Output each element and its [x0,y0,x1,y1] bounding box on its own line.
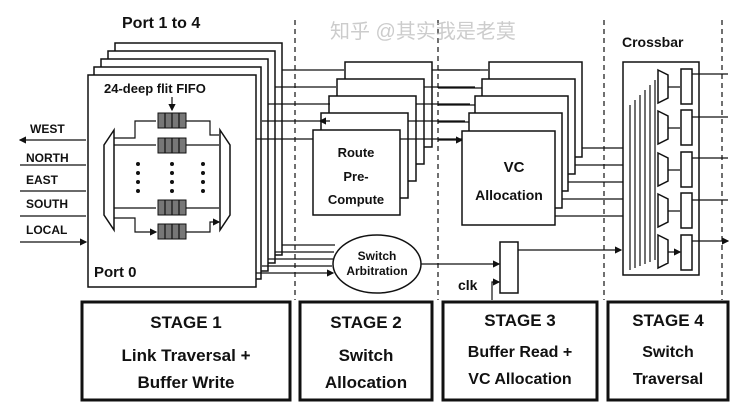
ports-title: Port 1 to 4 [122,15,200,32]
route-label-1: Route [338,145,375,160]
route-label-2: Pre- [343,169,368,184]
svg-text:STAGE 3: STAGE 3 [484,311,555,330]
svg-text:Buffer Write: Buffer Write [138,373,235,392]
stage-2-box: STAGE 2 Switch Allocation [298,300,434,402]
svg-text:Allocation: Allocation [325,373,407,392]
svg-text:Switch: Switch [642,344,694,361]
stage-1-box: STAGE 1 Link Traversal + Buffer Write [80,300,292,402]
stage-4-box: STAGE 4 Switch Traversal [606,300,730,402]
crossbar [622,61,728,276]
clk-label: clk [458,277,478,293]
svg-text:STAGE 2: STAGE 2 [330,313,401,332]
route-precompute-stack: Route Pre- Compute [312,61,480,216]
port-output-lines [256,69,335,273]
stage-3-box: STAGE 3 Buffer Read + VC Allocation [441,300,599,402]
direction-local: LOCAL [26,223,67,237]
watermark: 知乎 @其实我是老莫 [330,20,516,43]
svg-text:Traversal: Traversal [633,371,703,388]
vc-label-1: VC [504,159,525,176]
switch-arb-label-1: Switch [358,249,397,263]
crossbar-label: Crossbar [622,34,684,50]
svg-text:Link Traversal +: Link Traversal + [122,346,251,365]
vc-label-2: Allocation [475,187,543,203]
direction-links: WEST NORTH EAST SOUTH LOCAL [20,122,86,242]
svg-text:Switch: Switch [339,346,394,365]
switch-arb-label-2: Arbitration [346,264,407,278]
svg-text:STAGE 1: STAGE 1 [150,313,221,332]
stage-separators [294,20,723,300]
svg-text:Buffer Read +: Buffer Read + [468,344,572,361]
svg-text:VC Allocation: VC Allocation [468,371,571,388]
route-precompute-box [312,129,401,216]
direction-west: WEST [30,122,65,136]
clk-register [499,241,519,294]
vc-allocation-box [461,130,556,226]
direction-east: EAST [26,173,59,187]
direction-north: NORTH [26,151,69,165]
svg-text:STAGE 4: STAGE 4 [632,311,704,330]
port-0-label: Port 0 [94,264,137,281]
vc-allocation-stack: VC Allocation [438,61,655,226]
port-stack [87,42,283,288]
route-label-3: Compute [328,192,384,207]
direction-south: SOUTH [26,197,68,211]
fifo-label: 24-deep flit FIFO [104,81,206,96]
fifo-buffers [103,112,231,240]
